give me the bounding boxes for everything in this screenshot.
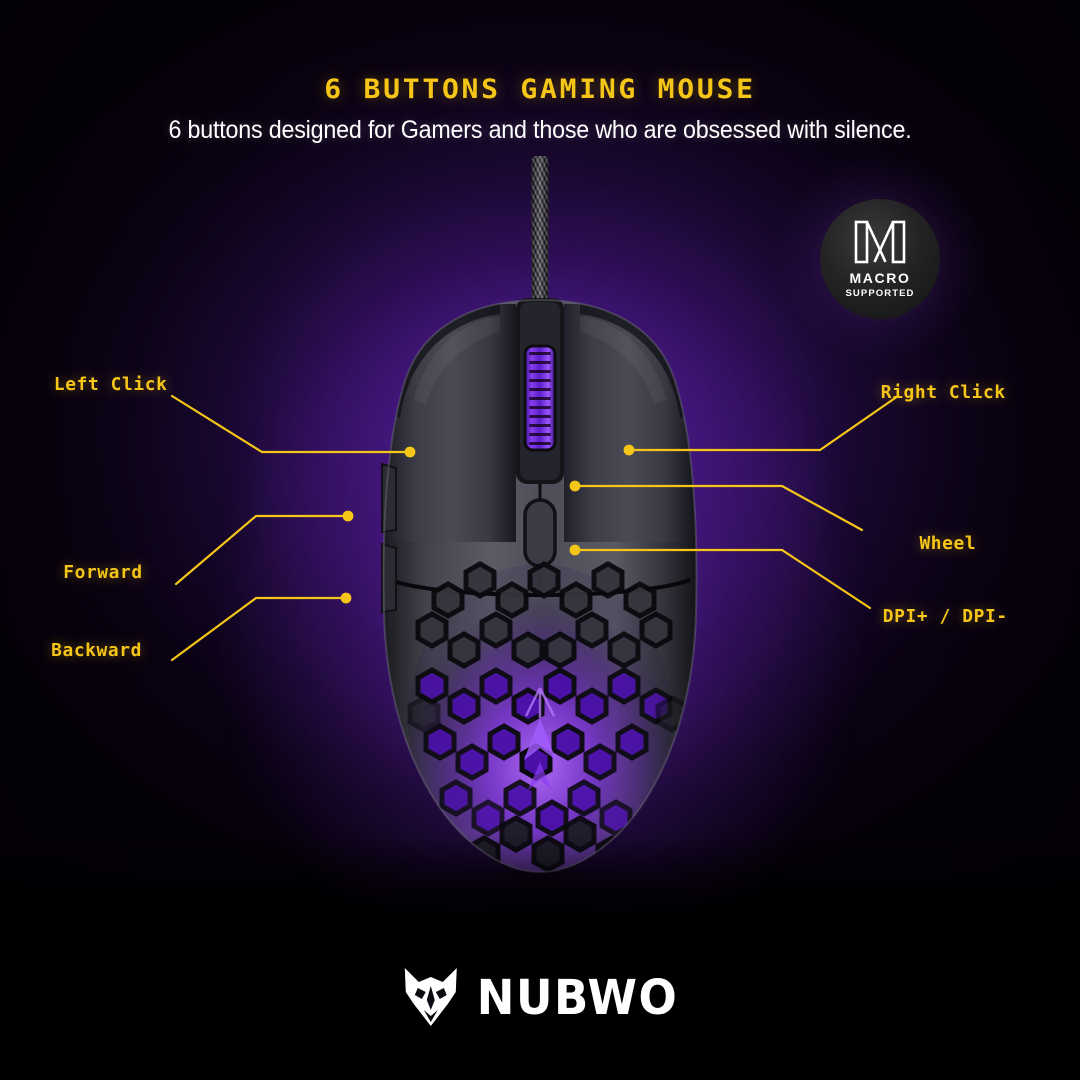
side-buttons (381, 462, 397, 614)
scroll-wheel-icon[interactable] (523, 344, 557, 452)
bottom-band (0, 948, 1080, 1080)
callout-label-right-click: Right Click (880, 383, 1006, 403)
left-click-button[interactable] (388, 304, 516, 542)
brand-logo: NUBWO (402, 966, 678, 1028)
callout-label-wheel: Wheel (919, 534, 977, 554)
page-subtitle: 6 buttons designed for Gamers and those … (168, 116, 912, 144)
callout-label-forward: Forward (63, 563, 143, 583)
bottom-fade (0, 834, 1080, 954)
callout-label-backward: Backward (51, 641, 142, 661)
inner-logo-glow (524, 687, 556, 790)
callout-label-dpi: DPI+ / DPI- (882, 607, 1008, 627)
macro-supported-badge: MACRO SUPPORTED (780, 159, 980, 359)
callout-label-left-click: Left Click (53, 375, 168, 395)
backward-button[interactable] (381, 542, 397, 614)
right-click-button[interactable] (564, 304, 692, 542)
dpi-button-icon[interactable] (523, 498, 557, 568)
macro-m-icon (854, 220, 906, 264)
badge-inner: MACRO SUPPORTED (820, 199, 940, 319)
badge-subtitle: SUPPORTED (845, 287, 915, 299)
badge-title: MACRO (849, 269, 911, 286)
brand-name: NUBWO (476, 968, 679, 1026)
page-title: 6 BUTTONS GAMING MOUSE (324, 74, 756, 105)
header: 6 BUTTONS GAMING MOUSE 6 buttons designe… (0, 74, 1080, 145)
nubwo-wolf-icon (404, 968, 457, 1026)
gaming-mouse-icon (374, 156, 706, 932)
mouse-body (381, 298, 698, 874)
braided-cable-icon (531, 156, 549, 314)
forward-button[interactable] (381, 462, 397, 534)
